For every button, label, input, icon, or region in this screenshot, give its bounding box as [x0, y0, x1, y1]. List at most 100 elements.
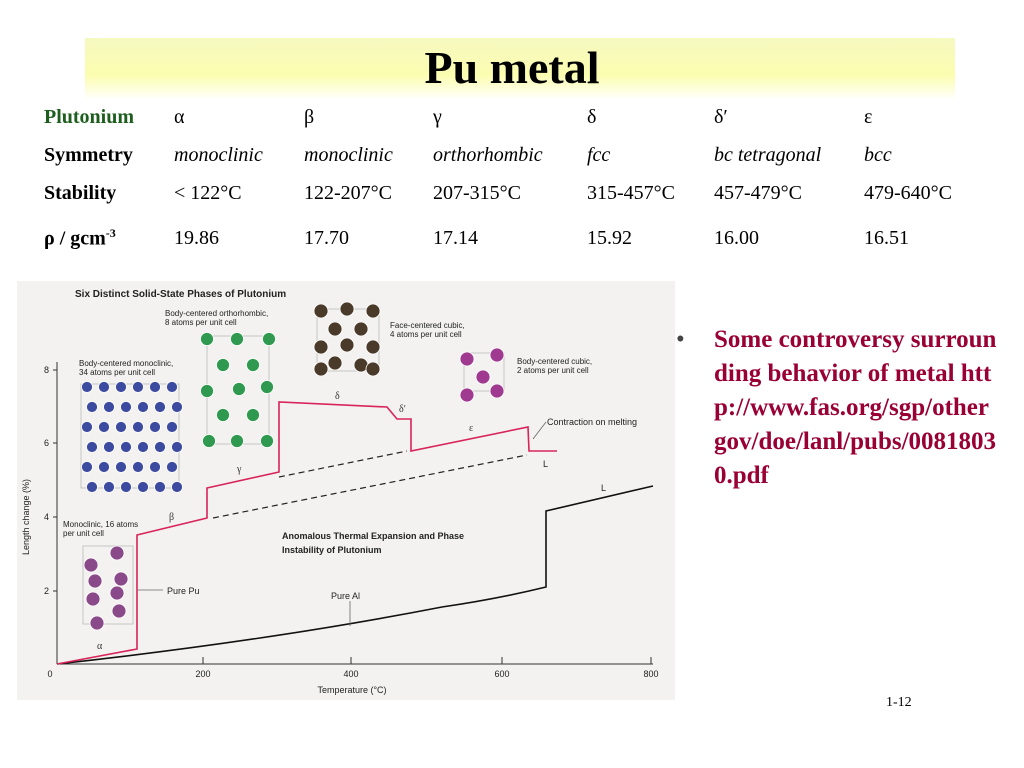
beta-atom	[171, 441, 183, 453]
row-header-density: ρ / gcm-3	[44, 212, 174, 264]
phase-labels: α β γ δ δ′ ε	[97, 391, 473, 652]
row-header-stability: Stability	[44, 181, 117, 204]
x-tick-labels: 0 200 400 600 800	[47, 669, 658, 679]
crystal-atoms	[81, 301, 505, 631]
alpha-atom	[111, 603, 127, 619]
symmetry-cell: monoclinic	[304, 143, 393, 166]
bcc-label-1: Body-centered cubic,	[517, 357, 592, 366]
gamma-extrapolation	[278, 450, 408, 478]
beta-atom	[132, 461, 144, 473]
x-tick-label: 200	[195, 669, 210, 679]
beta-atom	[120, 401, 132, 413]
beta-atom	[103, 401, 115, 413]
symmetry-cell: monoclinic	[174, 143, 263, 166]
alpha-atom	[87, 573, 103, 589]
delta-atom	[327, 321, 343, 337]
density-cell: 15.92	[587, 226, 632, 249]
gamma-atom	[230, 434, 244, 448]
delta-atom	[313, 303, 329, 319]
inner-title-line-1: Anomalous Thermal Expansion and Phase	[282, 531, 464, 541]
pure-pu-curve	[56, 401, 557, 665]
beta-atom	[103, 481, 115, 493]
slide-title: Pu metal	[424, 42, 600, 93]
stability-row: Stability < 122°C 122-207°C 207-315°C 31…	[44, 174, 952, 212]
beta-atom	[81, 461, 93, 473]
gamma-atom	[260, 434, 274, 448]
alpha-atom	[109, 545, 125, 561]
density-cell: 16.51	[864, 226, 909, 249]
density-cell: 19.86	[174, 226, 219, 249]
delta-atom	[365, 361, 381, 377]
y-tick-labels: 2 4 6 8	[44, 365, 49, 596]
beta-atom	[132, 421, 144, 433]
delta-atom	[339, 301, 355, 317]
beta-atom	[120, 481, 132, 493]
fcc-label-2: 4 atoms per unit cell	[390, 330, 462, 339]
delta-atom	[365, 339, 381, 355]
row-header-symmetry: Symmetry	[44, 143, 133, 166]
al-liquid-label: L	[601, 483, 606, 493]
x-tick-label: 800	[643, 669, 658, 679]
alpha-atom	[109, 585, 125, 601]
monoclinic-label-1: Monoclinic, 16 atoms	[63, 520, 138, 529]
density-cell: 16.00	[714, 226, 759, 249]
bcm-cell-outline	[80, 383, 180, 489]
gamma-atom	[232, 382, 246, 396]
bcc-cell-outline	[463, 352, 505, 392]
delta-prime-label: δ′	[399, 404, 406, 415]
delta-label: δ	[335, 391, 340, 402]
phase-row: Plutonium α β γ δ δ′ ε	[44, 98, 952, 136]
density-row: ρ / gcm-3 19.86 17.70 17.14 15.92 16.00 …	[44, 212, 952, 264]
beta-extrapolation	[212, 454, 528, 519]
title-band	[85, 38, 955, 100]
gamma-atom	[200, 332, 214, 346]
beta-atom	[171, 401, 183, 413]
crystal-cell-outlines	[80, 308, 505, 625]
y-tick-label: 8	[44, 365, 49, 375]
bco-label-2: 8 atoms per unit cell	[165, 318, 237, 327]
x-tick-label: 600	[494, 669, 509, 679]
beta-atom	[154, 441, 166, 453]
alpha-atom	[113, 571, 129, 587]
beta-atom	[137, 401, 149, 413]
epsilon-atom	[489, 347, 505, 363]
beta-atom	[98, 421, 110, 433]
delta-atom	[339, 337, 355, 353]
gamma-label: γ	[236, 464, 242, 475]
pure-al-label: Pure Al	[331, 591, 360, 601]
delta-atom	[365, 303, 381, 319]
beta-atom	[103, 441, 115, 453]
beta-atom	[137, 441, 149, 453]
crystal-labels: Body-centered monoclinic, 34 atoms per u…	[63, 309, 592, 538]
stability-cell: 457-479°C	[714, 181, 802, 204]
page-number: 1-12	[886, 695, 912, 710]
phase-gamma: γ	[433, 105, 442, 128]
beta-atom	[86, 481, 98, 493]
epsilon-atom	[475, 369, 491, 385]
beta-atom	[120, 441, 132, 453]
bcm-label-2: 34 atoms per unit cell	[79, 368, 155, 377]
gamma-atom	[216, 358, 230, 372]
y-tick-label: 2	[44, 586, 49, 596]
phase-table: Plutonium α β γ δ δ′ ε Symmetry monoclin…	[44, 98, 952, 264]
beta-atom	[115, 461, 127, 473]
beta-atom	[154, 401, 166, 413]
stability-cell: 207-315°C	[433, 181, 521, 204]
beta-atom	[149, 381, 161, 393]
stability-cell: 122-207°C	[304, 181, 392, 204]
y-ticks	[53, 369, 57, 592]
density-cell: 17.70	[304, 226, 349, 249]
gamma-atom	[202, 434, 216, 448]
contraction-label: Contraction on melting	[547, 417, 637, 427]
delta-atom	[353, 321, 369, 337]
pu-liquid-label: L	[543, 459, 548, 469]
beta-atom	[98, 381, 110, 393]
beta-atom	[132, 381, 144, 393]
beta-atom	[149, 461, 161, 473]
gamma-atom	[260, 380, 274, 394]
monoclinic-cell-outline	[82, 545, 134, 625]
gamma-atom	[246, 358, 260, 372]
symmetry-cell: fcc	[587, 143, 611, 166]
figure-title: Six Distinct Solid-State Phases of Pluto…	[75, 289, 286, 300]
pure-pu-label: Pure Pu	[167, 586, 200, 596]
